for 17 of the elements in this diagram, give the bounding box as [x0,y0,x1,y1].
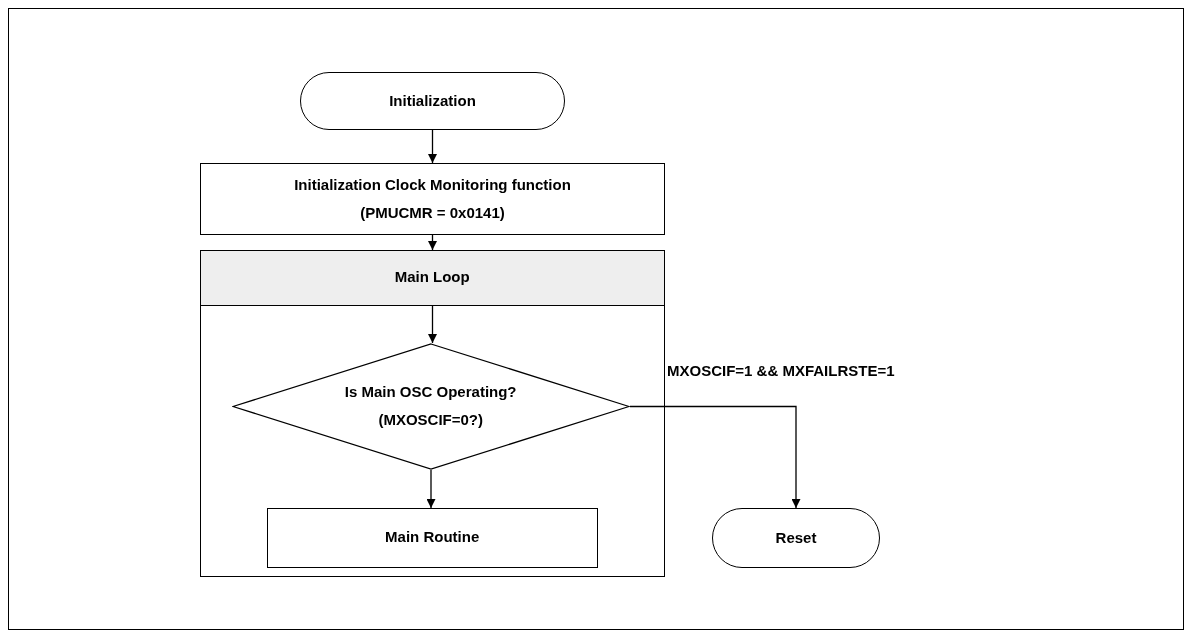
arrow [428,234,437,251]
arrow [629,405,801,509]
process-box [266,507,598,568]
node-label: Initialization [389,90,476,111]
arrow [428,129,437,164]
decision-text: Is Main OSC Operating? (MXOSCIF=0?) [343,381,518,431]
node-label: Initialization Clock Monitoring function (PMUCMR = 0x0141) [293,174,572,223]
loop-header [199,249,665,306]
arrow [428,305,437,344]
node-label: Main Routine [385,527,480,548]
node-label: Reset [775,527,817,548]
decision-diamond [231,342,630,470]
node-label: Main Loop [394,267,470,288]
process-box [200,163,665,235]
terminal-shape [712,508,880,568]
arrow [426,469,436,509]
loop-container [200,250,665,577]
